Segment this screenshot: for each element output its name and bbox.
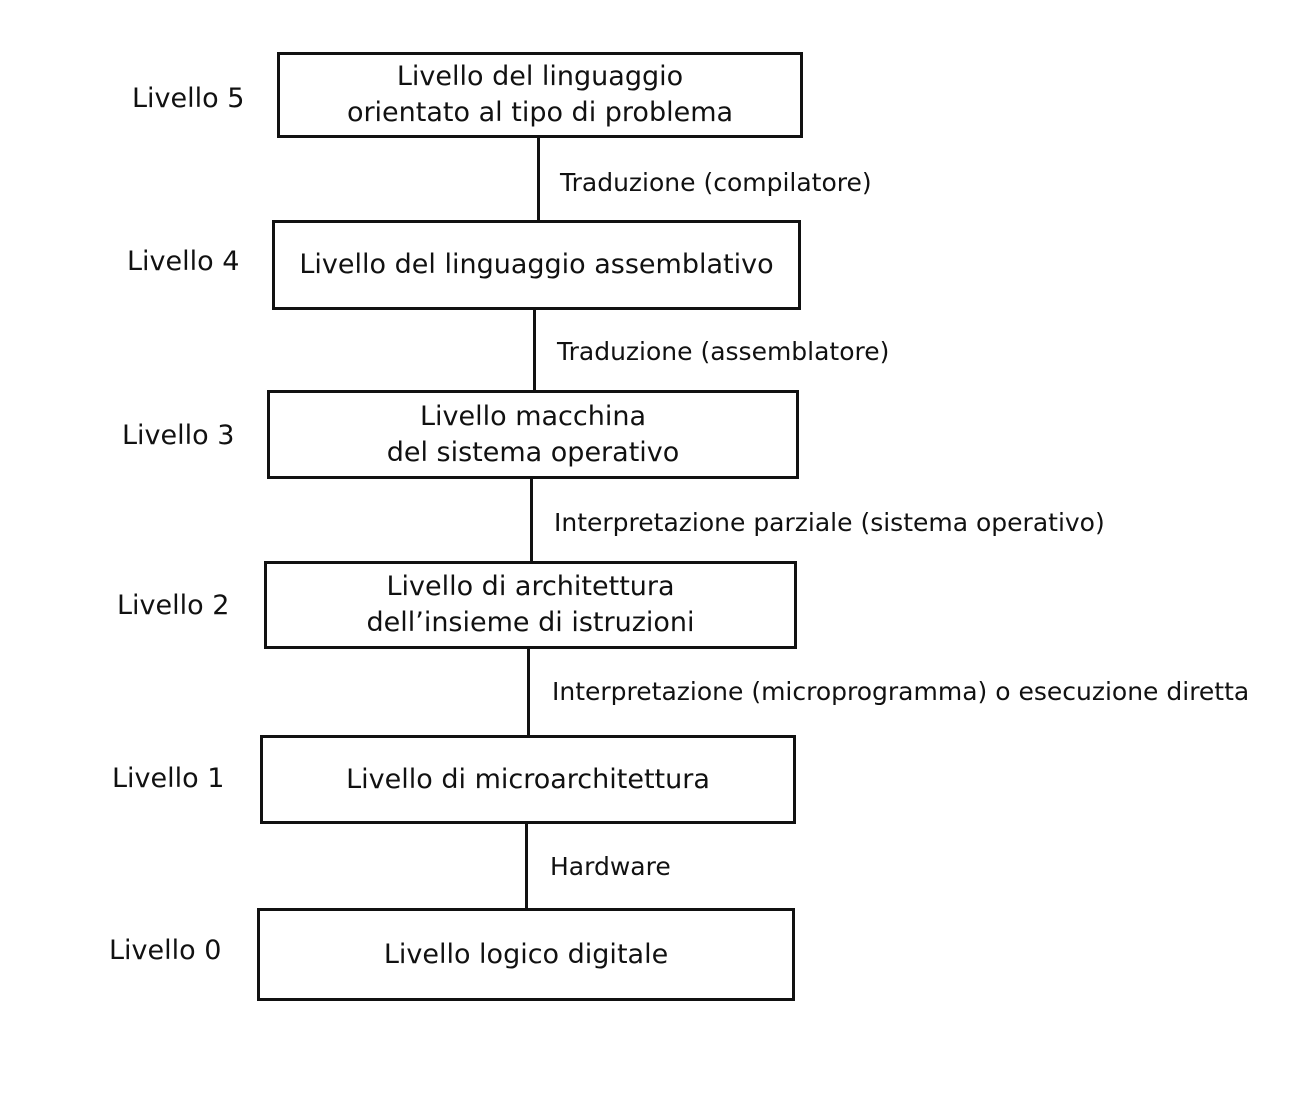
level-5-label: Livello 5 xyxy=(132,83,245,114)
transition-5-4-label: Traduzione (compilatore) xyxy=(560,168,872,197)
level-5-line-2: orientato al tipo di problema xyxy=(346,97,734,128)
level-2-box: Livello di architettura dell’insieme di … xyxy=(264,561,797,649)
transition-1-0-label: Hardware xyxy=(550,852,671,881)
transition-3-2-label: Interpretazione parziale (sistema operat… xyxy=(554,508,1105,537)
level-2-label: Livello 2 xyxy=(117,590,230,621)
level-2-line-2: dell’insieme di istruzioni xyxy=(366,607,695,638)
level-4-box: Livello del linguaggio assemblativo xyxy=(272,220,801,310)
connector-3-2 xyxy=(530,479,533,561)
level-1-label: Livello 1 xyxy=(112,763,225,794)
transition-4-3-label: Traduzione (assemblatore) xyxy=(557,337,890,366)
transition-2-1-label: Interpretazione (microprogramma) o esecu… xyxy=(552,677,1250,706)
level-0-line-1: Livello logico digitale xyxy=(383,938,669,970)
level-1-box: Livello di microarchitettura xyxy=(260,735,796,824)
level-4-label: Livello 4 xyxy=(127,246,240,277)
level-0-box: Livello logico digitale xyxy=(257,908,795,1001)
connector-1-0 xyxy=(525,824,528,908)
connector-4-3 xyxy=(533,310,536,390)
level-1-line-1: Livello di microarchitettura xyxy=(346,763,710,795)
level-3-box: Livello macchina del sistema operativo xyxy=(267,390,799,479)
level-4-line-1: Livello del linguaggio assemblativo xyxy=(299,249,774,280)
level-5-line-1: Livello del linguaggio xyxy=(396,61,684,92)
level-0-label: Livello 0 xyxy=(109,935,222,966)
connector-5-4 xyxy=(537,138,540,220)
level-5-box: Livello del linguaggio orientato al tipo… xyxy=(277,52,803,138)
level-2-line-1: Livello di architettura xyxy=(386,571,675,602)
level-3-line-1: Livello macchina xyxy=(419,400,647,432)
connector-2-1 xyxy=(527,649,530,735)
level-3-label: Livello 3 xyxy=(122,420,235,451)
level-3-line-2: del sistema operativo xyxy=(386,436,680,468)
